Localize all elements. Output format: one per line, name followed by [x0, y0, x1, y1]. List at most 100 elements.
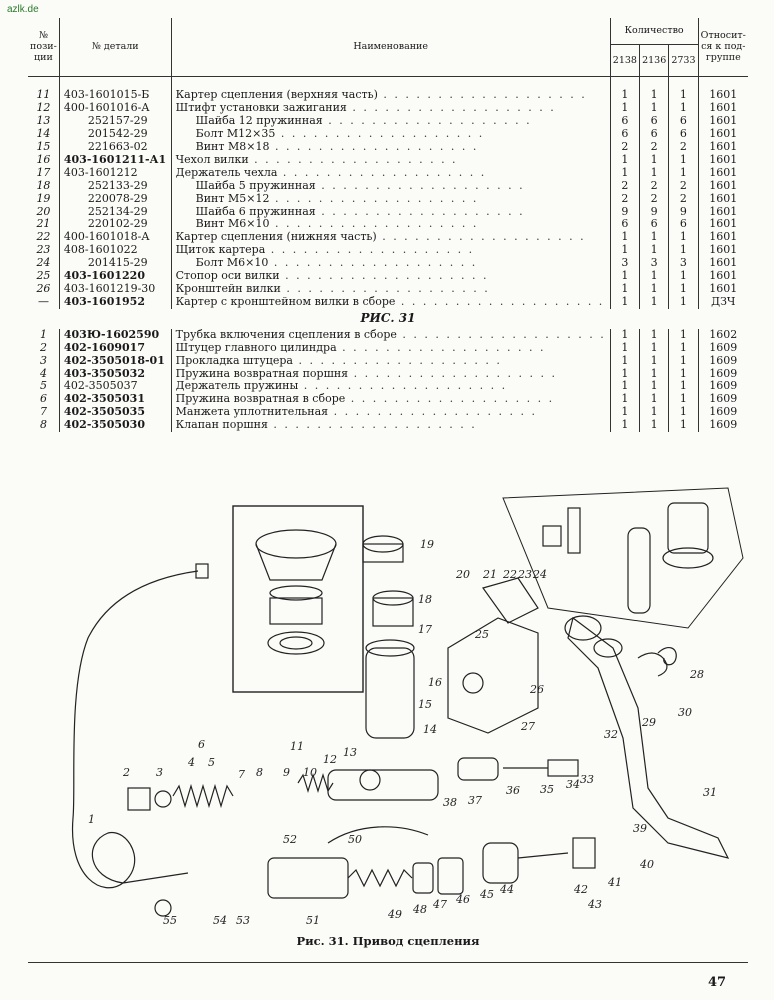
- row-qty-2733: 3: [668, 257, 699, 271]
- row-part-number: 408-1601022: [58, 244, 172, 258]
- callout-label: 23: [517, 568, 532, 581]
- row-qty-2733: 1: [668, 231, 699, 245]
- row-name: Кронштейн вилки . . . . . . . . . . . . …: [170, 282, 611, 296]
- dot-leader: . . . . . . . . . . . . . . . . . . .: [328, 406, 538, 419]
- row-position: 23: [36, 244, 51, 257]
- row-qty-2138: 1: [609, 270, 640, 283]
- dot-leader: . . . . . . . . . . . . . . . . . . .: [265, 244, 475, 257]
- row-part-number: 403-1601220: [58, 270, 172, 283]
- row-qty-2136: 1: [639, 231, 669, 245]
- row-qty-2733: 1: [668, 270, 699, 283]
- callout-label: 16: [428, 676, 442, 689]
- callout-label: 24: [532, 568, 547, 581]
- row-subgroup: 1601: [697, 89, 748, 103]
- callout-label: 37: [468, 794, 482, 807]
- row-subgroup: 1601: [697, 244, 748, 258]
- callout-label: 33: [580, 773, 594, 786]
- row-qty-2138: 2: [609, 179, 640, 193]
- callout-label: 10: [303, 766, 317, 779]
- row-name: Штуцер главного цилиндра . . . . . . . .…: [170, 341, 611, 355]
- callout-label: 5: [208, 756, 215, 769]
- row-position: 6: [39, 393, 47, 406]
- row-position: 4: [39, 367, 47, 380]
- row-subgroup: 1609: [697, 341, 748, 355]
- row-qty-2136: 1: [639, 282, 669, 296]
- dot-leader: . . . . . . . . . . . . . . . . . . .: [322, 115, 532, 128]
- row-position: 2: [39, 341, 47, 354]
- inset-frame: [232, 505, 364, 693]
- row-qty-2136: 1: [639, 406, 669, 420]
- row-part-number: 220102-29: [58, 218, 172, 232]
- row-position: 19: [36, 192, 51, 205]
- callout-label: 36: [506, 784, 520, 797]
- row-part-number: 402-3505030: [58, 419, 172, 433]
- row-subgroup: 1609: [697, 419, 748, 433]
- callout-label: 2: [122, 766, 130, 779]
- row-qty-2136: 1: [639, 102, 669, 116]
- callout-label: 14: [423, 723, 437, 736]
- row-position: 20: [36, 205, 51, 218]
- row-qty-2138: 1: [609, 367, 640, 381]
- row-subgroup: 1609: [697, 354, 748, 368]
- header-position: № пози-ции: [28, 18, 60, 77]
- callout-label: 17: [418, 623, 432, 636]
- row-qty-2733: 1: [668, 295, 699, 309]
- callout-label: 35: [540, 783, 554, 796]
- header-subgroup: Относит-ся к под-группе: [697, 18, 748, 77]
- row-qty-2136: 1: [639, 295, 669, 309]
- row-subgroup: 1602: [697, 328, 748, 342]
- row-name: Пружина возвратная в сборе . . . . . . .…: [170, 393, 611, 407]
- row-name: Винт М6×10 . . . . . . . . . . . . . . .…: [170, 218, 611, 232]
- row-qty-2136: 3: [639, 257, 669, 271]
- row-part-number: 402-3505035: [58, 406, 172, 420]
- header-quantity: Количество: [609, 18, 699, 45]
- row-subgroup: 1609: [697, 393, 748, 407]
- callout-label: 51: [306, 914, 320, 927]
- row-qty-2136: 1: [639, 341, 669, 355]
- row-qty-2136: 1: [639, 244, 669, 258]
- dot-leader: . . . . . . . . . . . . . . . . . . .: [377, 89, 587, 102]
- bottom-rule: [28, 962, 748, 963]
- callout-label: 4: [187, 756, 195, 769]
- row-qty-2733: 9: [668, 205, 699, 219]
- row-qty-2733: 2: [668, 192, 699, 206]
- row-subgroup: 1601: [697, 115, 748, 129]
- row-name: Винт М8×18 . . . . . . . . . . . . . . .…: [170, 141, 611, 154]
- row-subgroup: 1601: [697, 153, 748, 167]
- callout-label: 50: [348, 833, 362, 846]
- row-subgroup: 1601: [697, 141, 748, 154]
- header-name: Наименование: [170, 18, 611, 77]
- row-qty-2733: 1: [668, 102, 699, 116]
- row-name: Картер сцепления (верхняя часть) . . . .…: [170, 89, 611, 103]
- row-qty-2136: 1: [639, 393, 669, 407]
- callout-label: 29: [641, 716, 656, 729]
- row-qty-2136: 6: [639, 115, 669, 129]
- row-qty-2733: 1: [668, 419, 699, 433]
- page-number: 47: [708, 975, 727, 990]
- row-qty-2733: 6: [668, 128, 699, 142]
- row-qty-2138: 1: [609, 406, 640, 420]
- row-position: 13: [36, 115, 51, 128]
- row-subgroup: 1601: [697, 205, 748, 219]
- row-qty-2136: 9: [639, 205, 669, 219]
- dot-leader: . . . . . . . . . . . . . . . . . . .: [275, 128, 485, 141]
- row-name: Шайба 6 пружинная . . . . . . . . . . . …: [170, 205, 611, 219]
- row-position: 25: [36, 270, 51, 283]
- callout-label: 28: [689, 668, 704, 681]
- row-name: Картер сцепления (нижняя часть) . . . . …: [170, 231, 611, 245]
- row-position: 24: [36, 257, 51, 270]
- row-part-number: 402-1609017: [58, 341, 172, 355]
- row-qty-2138: 2: [609, 192, 640, 206]
- callout-label: 47: [432, 898, 447, 911]
- row-qty-2136: 1: [639, 270, 669, 283]
- row-name: Шайба 12 пружинная . . . . . . . . . . .…: [170, 115, 611, 129]
